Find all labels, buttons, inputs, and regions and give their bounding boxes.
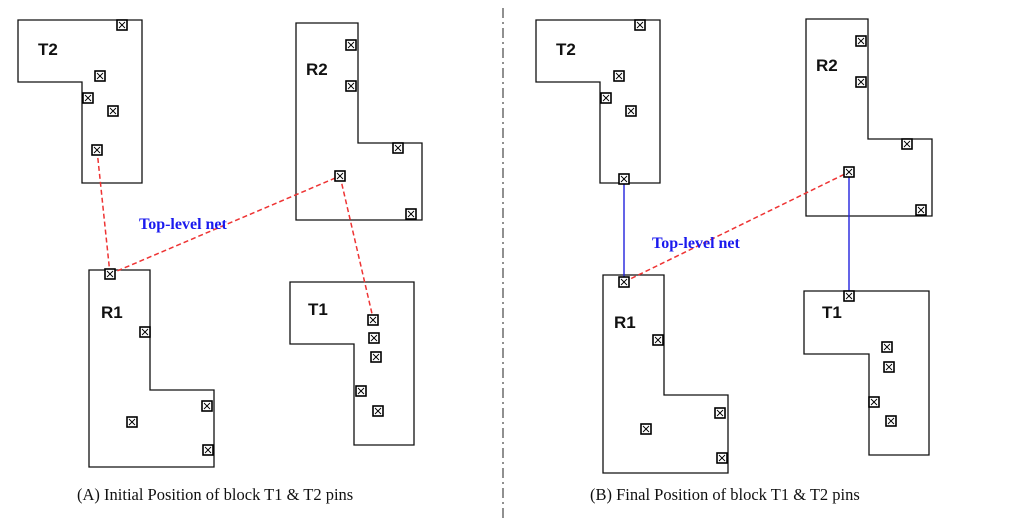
- block-r2: R2: [805, 18, 933, 217]
- pins-a: [82, 19, 417, 456]
- net-r1-r2: [109, 175, 341, 275]
- pin-icon: [618, 276, 630, 288]
- pin-icon: [82, 92, 94, 104]
- pin-icon: [91, 144, 103, 156]
- pins-b: [600, 19, 927, 464]
- block-t1: T1: [803, 290, 930, 456]
- block-r2: R2: [295, 22, 423, 221]
- pin-icon: [367, 314, 379, 326]
- pin-icon: [368, 332, 380, 344]
- pin-icon: [855, 35, 867, 47]
- pin-icon: [915, 204, 927, 216]
- net-r1-r2: [623, 171, 850, 283]
- caption-a: (A) Initial Position of block T1 & T2 pi…: [77, 485, 353, 504]
- block-label-t1: T1: [308, 300, 328, 319]
- block-r1: R1: [602, 274, 729, 474]
- pin-icon: [355, 385, 367, 397]
- pin-icon: [126, 416, 138, 428]
- pin-icon: [613, 70, 625, 82]
- block-t2: T2: [535, 19, 661, 184]
- net-label: Top-level net: [652, 235, 741, 252]
- pin-icon: [600, 92, 612, 104]
- block-label-t2: T2: [38, 40, 58, 59]
- pin-icon: [634, 19, 646, 31]
- pin-icon: [883, 361, 895, 373]
- net-t2-r1: [96, 149, 111, 275]
- panel-a: T2 R2 R1 T1 Top-level net (A) Initial Po…: [17, 19, 423, 504]
- pin-icon: [843, 166, 855, 178]
- pin-icon: [107, 105, 119, 117]
- pin-icon: [202, 444, 214, 456]
- pin-icon: [625, 105, 637, 117]
- pin-icon: [139, 326, 151, 338]
- pin-icon: [652, 334, 664, 346]
- pin-icon: [714, 407, 726, 419]
- pin-icon: [345, 80, 357, 92]
- net-label: Top-level net: [139, 216, 228, 233]
- pin-icon: [345, 39, 357, 51]
- net-r2-t1: [339, 175, 374, 319]
- block-t1: T1: [289, 281, 415, 446]
- block-r1: R1: [88, 269, 215, 468]
- pin-icon: [901, 138, 913, 150]
- pin-icon: [885, 415, 897, 427]
- block-label-t2: T2: [556, 40, 576, 59]
- block-t2: T2: [17, 19, 143, 184]
- block-label-t1: T1: [822, 303, 842, 322]
- block-label-r1: R1: [101, 303, 123, 322]
- pin-icon: [405, 208, 417, 220]
- pin-icon: [640, 423, 652, 435]
- pin-icon: [843, 290, 855, 302]
- pin-icon: [370, 351, 382, 363]
- pin-icon: [716, 452, 728, 464]
- pin-icon: [372, 405, 384, 417]
- block-label-r1: R1: [614, 313, 636, 332]
- pin-icon: [881, 341, 893, 353]
- block-label-r2: R2: [306, 60, 328, 79]
- pin-icon: [104, 268, 116, 280]
- pin-icon: [392, 142, 404, 154]
- pin-icon: [868, 396, 880, 408]
- pin-icon: [618, 173, 630, 185]
- block-label-r2: R2: [816, 56, 838, 75]
- panel-b: T2 R2 R1 T1 Top-level net (B) Final Posi…: [535, 18, 933, 504]
- pin-icon: [855, 76, 867, 88]
- pin-icon: [116, 19, 128, 31]
- pin-icon: [94, 70, 106, 82]
- pin-icon: [201, 400, 213, 412]
- caption-b: (B) Final Position of block T1 & T2 pins: [590, 485, 860, 504]
- pin-icon: [334, 170, 346, 182]
